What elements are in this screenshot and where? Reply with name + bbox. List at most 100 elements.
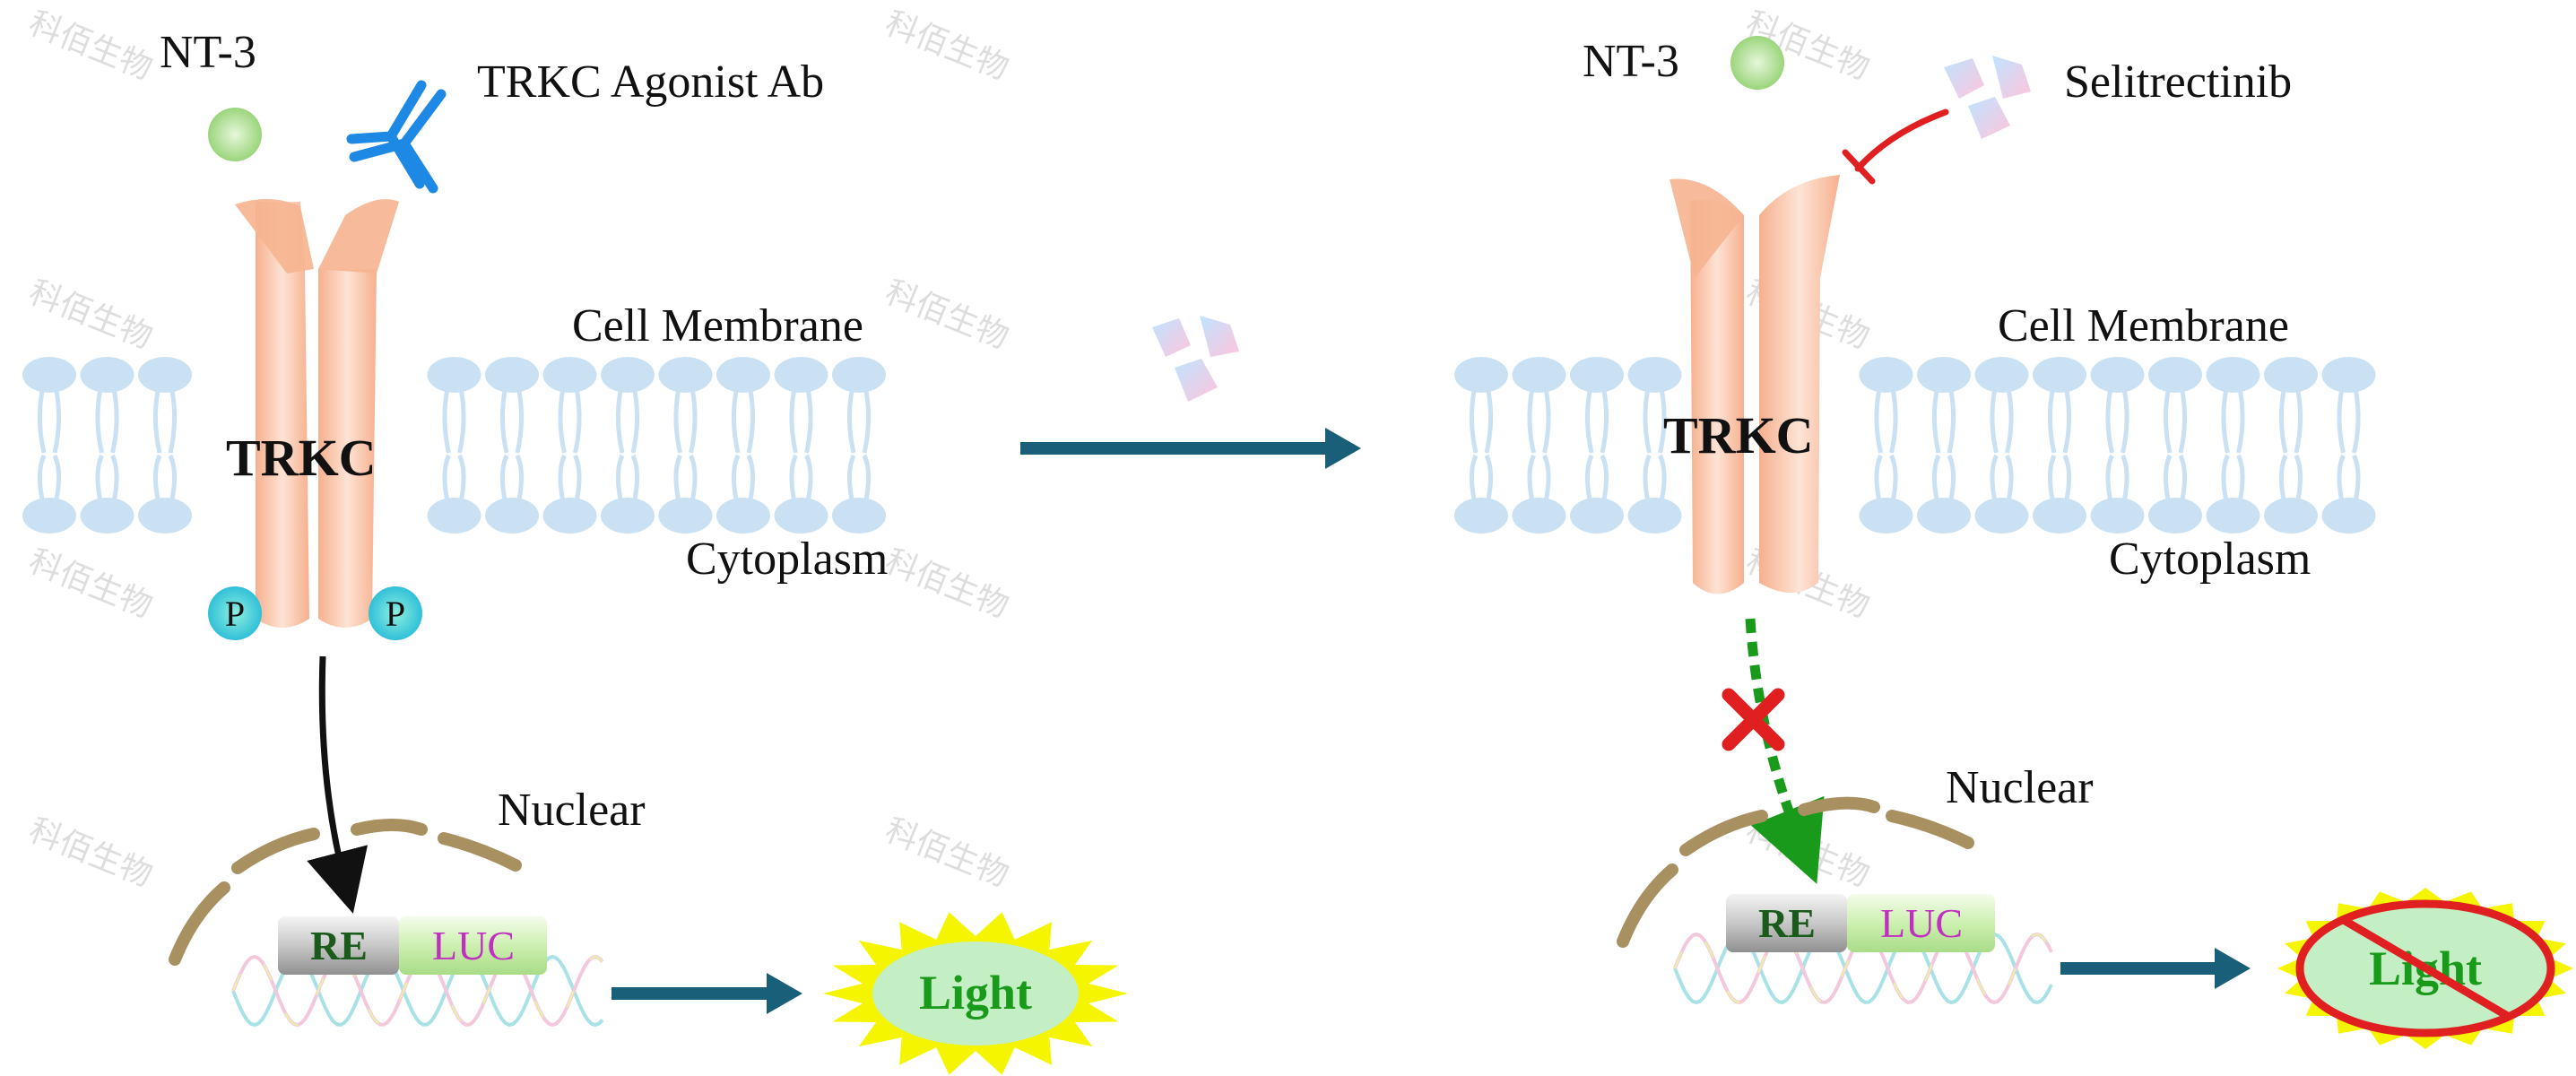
lipid-tail <box>1874 390 1883 454</box>
phospho-label: P <box>386 594 405 634</box>
lipid-tail <box>2221 390 2230 454</box>
lipid-tail <box>168 454 178 500</box>
output-arrow-left <box>611 973 802 1014</box>
lipid-head <box>2264 357 2318 393</box>
lipid-head <box>658 357 713 393</box>
lipid-tail <box>2236 454 2245 500</box>
lipid-tail <box>1484 454 1494 500</box>
lipid-tail <box>862 390 872 454</box>
watermark: 科佰生物 <box>880 811 1014 894</box>
inhibition-arrow <box>1842 108 1949 185</box>
lipid-head <box>2321 357 2376 393</box>
lipid-tail <box>95 390 104 454</box>
cytoplasm-label-right: Cytoplasm <box>2109 534 2311 585</box>
lipid-tail <box>2178 454 2188 500</box>
lipid-tail <box>1542 454 1551 500</box>
lipid-tail <box>789 390 798 454</box>
receptor-label-right: TRKC <box>1663 406 1814 464</box>
receptor-label-left: TRKC <box>226 429 377 487</box>
lipid-tail <box>1990 390 1999 454</box>
lipid-tail <box>2121 454 2129 500</box>
lipid-head <box>1917 498 1971 534</box>
lipid-tail <box>2236 390 2245 454</box>
lipid-tail <box>1658 454 1667 500</box>
lipid-tail <box>1889 390 1898 454</box>
lipid-tail <box>1990 454 1999 500</box>
lipid-head <box>1917 357 1971 393</box>
lipid-tail <box>1584 454 1594 500</box>
nucleus-label-left: Nuclear <box>498 785 646 836</box>
lipid-tail <box>630 454 640 500</box>
lipid-head <box>2033 498 2086 534</box>
lipid-tail <box>515 390 525 454</box>
lipid-tail <box>2352 390 2361 454</box>
ligand-label-right: NT-3 <box>1583 36 1679 87</box>
output-arrow-right <box>2060 948 2251 989</box>
lipid-head <box>427 357 481 393</box>
lipid-tail <box>2005 390 2014 454</box>
transition <box>1020 316 1361 469</box>
lipid-head <box>774 357 828 393</box>
lipid-tail <box>2163 390 2173 454</box>
nucleus-label-right: Nuclear <box>1946 762 2094 813</box>
lipid-head <box>832 357 886 393</box>
lipid-tail <box>168 390 178 454</box>
lipid-tail <box>731 390 741 454</box>
lipid-head <box>601 357 655 393</box>
lipid-head <box>2033 357 2086 393</box>
lipid-bilayer-right <box>1454 357 2376 534</box>
lipid-tail <box>2062 454 2072 500</box>
lipid-head <box>1512 357 1566 393</box>
inhibitor-molecule-center <box>1152 316 1239 402</box>
lipid-head <box>1627 498 1682 534</box>
lipid-tail <box>52 390 62 454</box>
lipid-head <box>1974 498 2029 534</box>
lipid-tail <box>1469 390 1479 454</box>
watermark: 科佰生物 <box>1741 811 1875 894</box>
re-label: RE <box>1758 900 1816 946</box>
lipid-tail <box>804 390 813 454</box>
lipid-tail <box>2221 454 2230 500</box>
phospho-group-circle <box>369 586 422 640</box>
lipid-tail <box>1947 390 1956 454</box>
lipid-tail <box>95 454 104 500</box>
trkc-receptor-right <box>1670 175 1840 594</box>
lipid-head <box>80 357 134 393</box>
lipid-head <box>1627 357 1682 393</box>
lipid-tail <box>2062 390 2072 454</box>
lipid-tail <box>2278 390 2288 454</box>
lipid-tail <box>615 454 625 500</box>
lipid-head <box>658 498 713 534</box>
dna-strand <box>1674 933 2052 1004</box>
lipid-head <box>1974 357 2029 393</box>
lipid-tail <box>573 390 582 454</box>
lipid-head <box>601 498 655 534</box>
lipid-tail <box>746 390 756 454</box>
nt3-ligand <box>1730 36 1784 90</box>
lipid-tail <box>1947 454 1956 500</box>
lipid-tail <box>1874 454 1883 500</box>
lipid-head <box>1859 357 1913 393</box>
lipid-head <box>2206 357 2260 393</box>
lipid-tail <box>2337 390 2346 454</box>
cytoplasm-label-left: Cytoplasm <box>686 534 888 585</box>
lipid-tail <box>457 454 466 500</box>
light-label-left: Light <box>919 966 1032 1020</box>
nuclear-envelope-left <box>169 819 522 966</box>
watermark: 科佰生物 <box>24 4 158 87</box>
lipid-tail <box>2105 390 2114 454</box>
membrane-label-right: Cell Membrane <box>1998 300 2289 351</box>
lipid-tail <box>2005 454 2014 500</box>
lipid-tail <box>1600 390 1609 454</box>
phospho-label: P <box>225 594 245 634</box>
re-label: RE <box>310 923 368 968</box>
lipid-tail <box>1643 454 1652 500</box>
lipid-tail <box>52 454 62 500</box>
lipid-tail <box>2352 454 2361 500</box>
lipid-tail <box>2178 390 2188 454</box>
lipid-tail <box>1527 454 1536 500</box>
lipid-tail <box>1469 454 1479 500</box>
lipid-head <box>832 498 886 534</box>
transition-arrow-head <box>1325 428 1361 469</box>
lipid-tail <box>110 390 119 454</box>
